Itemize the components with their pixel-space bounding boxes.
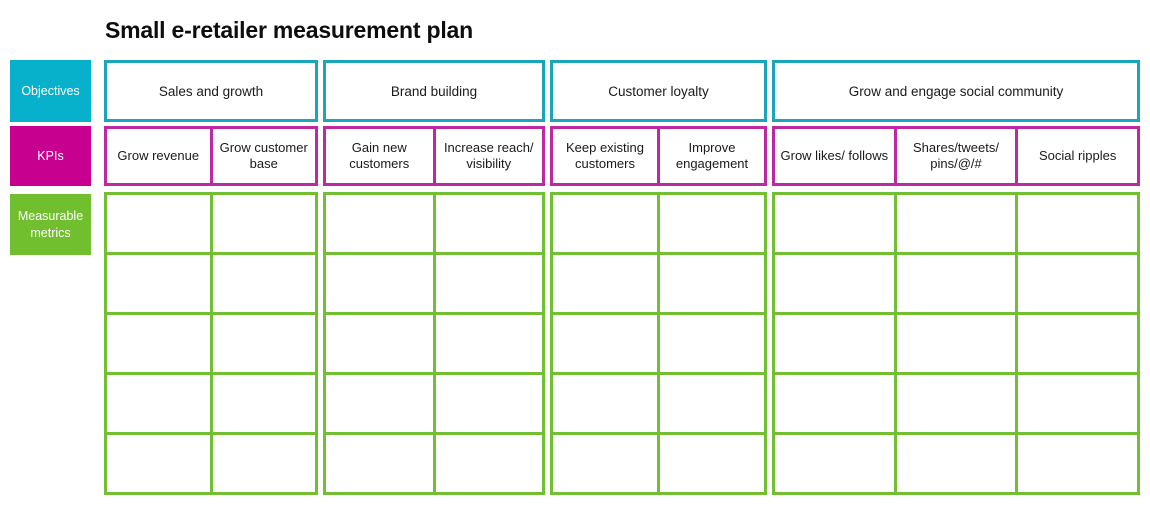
metrics-column	[326, 195, 436, 492]
metrics-cell[interactable]	[326, 195, 433, 255]
metrics-cell[interactable]	[212, 255, 315, 315]
metrics-cell[interactable]	[553, 255, 657, 315]
metrics-cell[interactable]	[1018, 375, 1138, 435]
metrics-cell[interactable]	[326, 315, 433, 375]
row-label-measurable-metrics: Measurable metrics	[10, 194, 91, 255]
metrics-cell[interactable]	[660, 315, 764, 375]
metrics-column	[775, 195, 897, 492]
metrics-cell[interactable]	[553, 195, 657, 255]
kpi-group: Keep existing customers Improve engagemen…	[550, 126, 767, 186]
kpi-cell[interactable]: Keep existing customers	[553, 129, 660, 183]
metrics-cell[interactable]	[896, 255, 1016, 315]
metrics-group	[104, 192, 318, 495]
metrics-cell[interactable]	[1018, 315, 1138, 375]
metrics-column	[212, 195, 315, 492]
metrics-cell[interactable]	[212, 195, 315, 255]
kpi-cell[interactable]: Gain new customers	[326, 129, 436, 183]
metrics-cell[interactable]	[326, 375, 433, 435]
metrics-column	[660, 195, 764, 492]
objective-box[interactable]: Sales and growth	[104, 60, 318, 122]
metrics-cell[interactable]	[896, 195, 1016, 255]
metrics-cell[interactable]	[107, 435, 210, 492]
objective-box[interactable]: Brand building	[323, 60, 545, 122]
metrics-cell[interactable]	[660, 195, 764, 255]
metrics-cell[interactable]	[553, 375, 657, 435]
metrics-column	[107, 195, 213, 492]
metrics-cell[interactable]	[435, 255, 542, 315]
metrics-cell[interactable]	[1018, 195, 1138, 255]
metrics-cell[interactable]	[553, 435, 657, 492]
metrics-group	[550, 192, 767, 495]
kpi-cell[interactable]: Improve engagement	[675, 139, 749, 171]
objective-box[interactable]: Customer loyalty	[550, 60, 767, 122]
metrics-cell[interactable]	[896, 375, 1016, 435]
metrics-cell[interactable]	[896, 315, 1016, 375]
kpi-cell[interactable]: Shares/tweets/ pins/@/#	[897, 129, 1019, 183]
row-label-objectives: Objectives	[10, 60, 91, 122]
metrics-cell[interactable]	[660, 435, 764, 492]
metrics-cell[interactable]	[775, 255, 894, 315]
metrics-cell[interactable]	[212, 435, 315, 492]
metrics-cell[interactable]	[435, 435, 542, 492]
kpi-cell[interactable]: Social ripples	[1039, 147, 1117, 163]
kpi-cell[interactable]: Grow revenue	[107, 129, 213, 183]
kpi-cell[interactable]: Grow customer base	[219, 139, 308, 171]
metrics-column	[896, 195, 1019, 492]
metrics-cell[interactable]	[660, 375, 764, 435]
metrics-cell[interactable]	[775, 435, 894, 492]
page-title: Small e-retailer measurement plan	[105, 17, 473, 43]
metrics-group	[323, 192, 545, 495]
metrics-cell[interactable]	[553, 315, 657, 375]
kpi-cell[interactable]: Grow likes/ follows	[775, 129, 897, 183]
metrics-column	[1018, 195, 1138, 492]
metrics-cell[interactable]	[435, 315, 542, 375]
objective-box[interactable]: Grow and engage social community	[772, 60, 1140, 122]
metrics-cell[interactable]	[775, 195, 894, 255]
metrics-cell[interactable]	[435, 195, 542, 255]
metrics-group	[772, 192, 1140, 495]
metrics-cell[interactable]	[107, 255, 210, 315]
metrics-cell[interactable]	[212, 315, 315, 375]
metrics-cell[interactable]	[775, 315, 894, 375]
metrics-column	[553, 195, 660, 492]
metrics-cell[interactable]	[326, 435, 433, 492]
metrics-cell[interactable]	[107, 375, 210, 435]
metrics-cell[interactable]	[660, 255, 764, 315]
metrics-cell[interactable]	[1018, 435, 1138, 492]
metrics-cell[interactable]	[107, 195, 210, 255]
metrics-cell[interactable]	[1018, 255, 1138, 315]
kpi-cell[interactable]: Increase reach/ visibility	[443, 139, 534, 171]
metrics-cell[interactable]	[326, 255, 433, 315]
metrics-column	[435, 195, 542, 492]
metrics-cell[interactable]	[435, 375, 542, 435]
metrics-cell[interactable]	[896, 435, 1016, 492]
metrics-cell[interactable]	[775, 375, 894, 435]
metrics-cell[interactable]	[212, 375, 315, 435]
metrics-cell[interactable]	[107, 315, 210, 375]
row-label-kpis: KPIs	[10, 126, 91, 186]
